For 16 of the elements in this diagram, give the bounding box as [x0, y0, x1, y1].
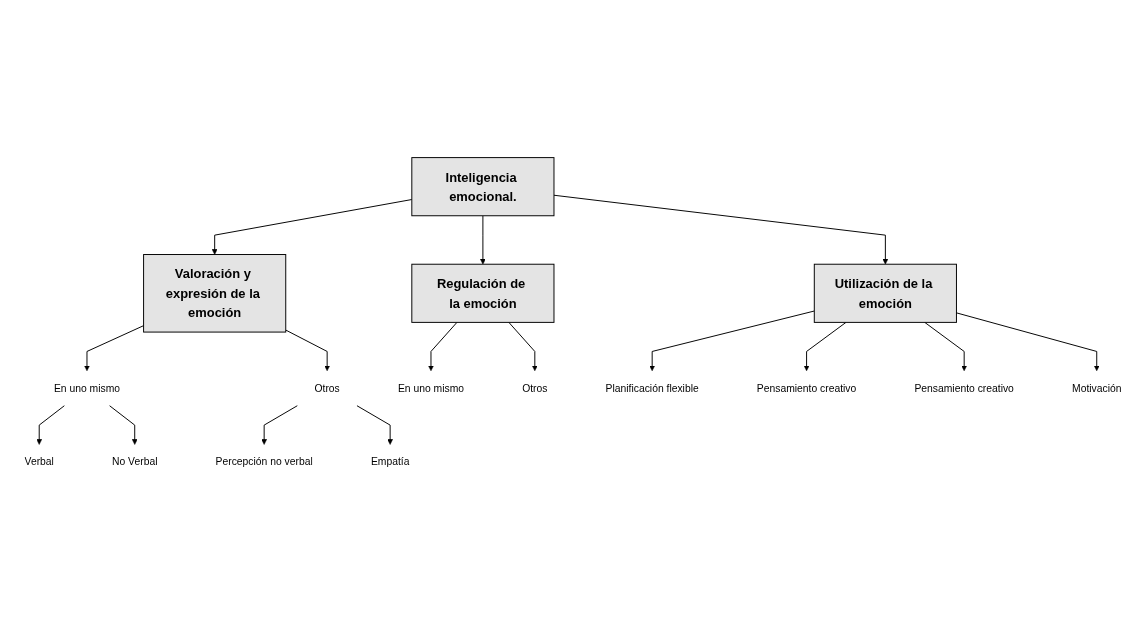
node-box: Valoración y expresión de la emoción [143, 254, 287, 333]
node-text: Verbal [24, 456, 54, 468]
node-text: Percepción no verbal [215, 456, 313, 468]
node-text: Empatía [370, 456, 410, 468]
node-box: Inteligencia emocional. [411, 157, 555, 217]
node-text: En uno mismo [53, 382, 121, 394]
node-text: En uno mismo [397, 382, 465, 394]
node-text: Planificación flexible [605, 382, 699, 394]
node-box: Utilización de la emoción [813, 263, 957, 323]
node-text: Otros [314, 382, 340, 394]
node-text: Otros [522, 382, 548, 394]
node-text: Pensamiento creativo [756, 382, 857, 394]
node-text: Motivación [1072, 382, 1122, 394]
node-text: Pensamiento creativo [914, 382, 1014, 394]
node-text: No Verbal [112, 456, 158, 468]
node-box: Regulación de la emoción [411, 263, 555, 323]
